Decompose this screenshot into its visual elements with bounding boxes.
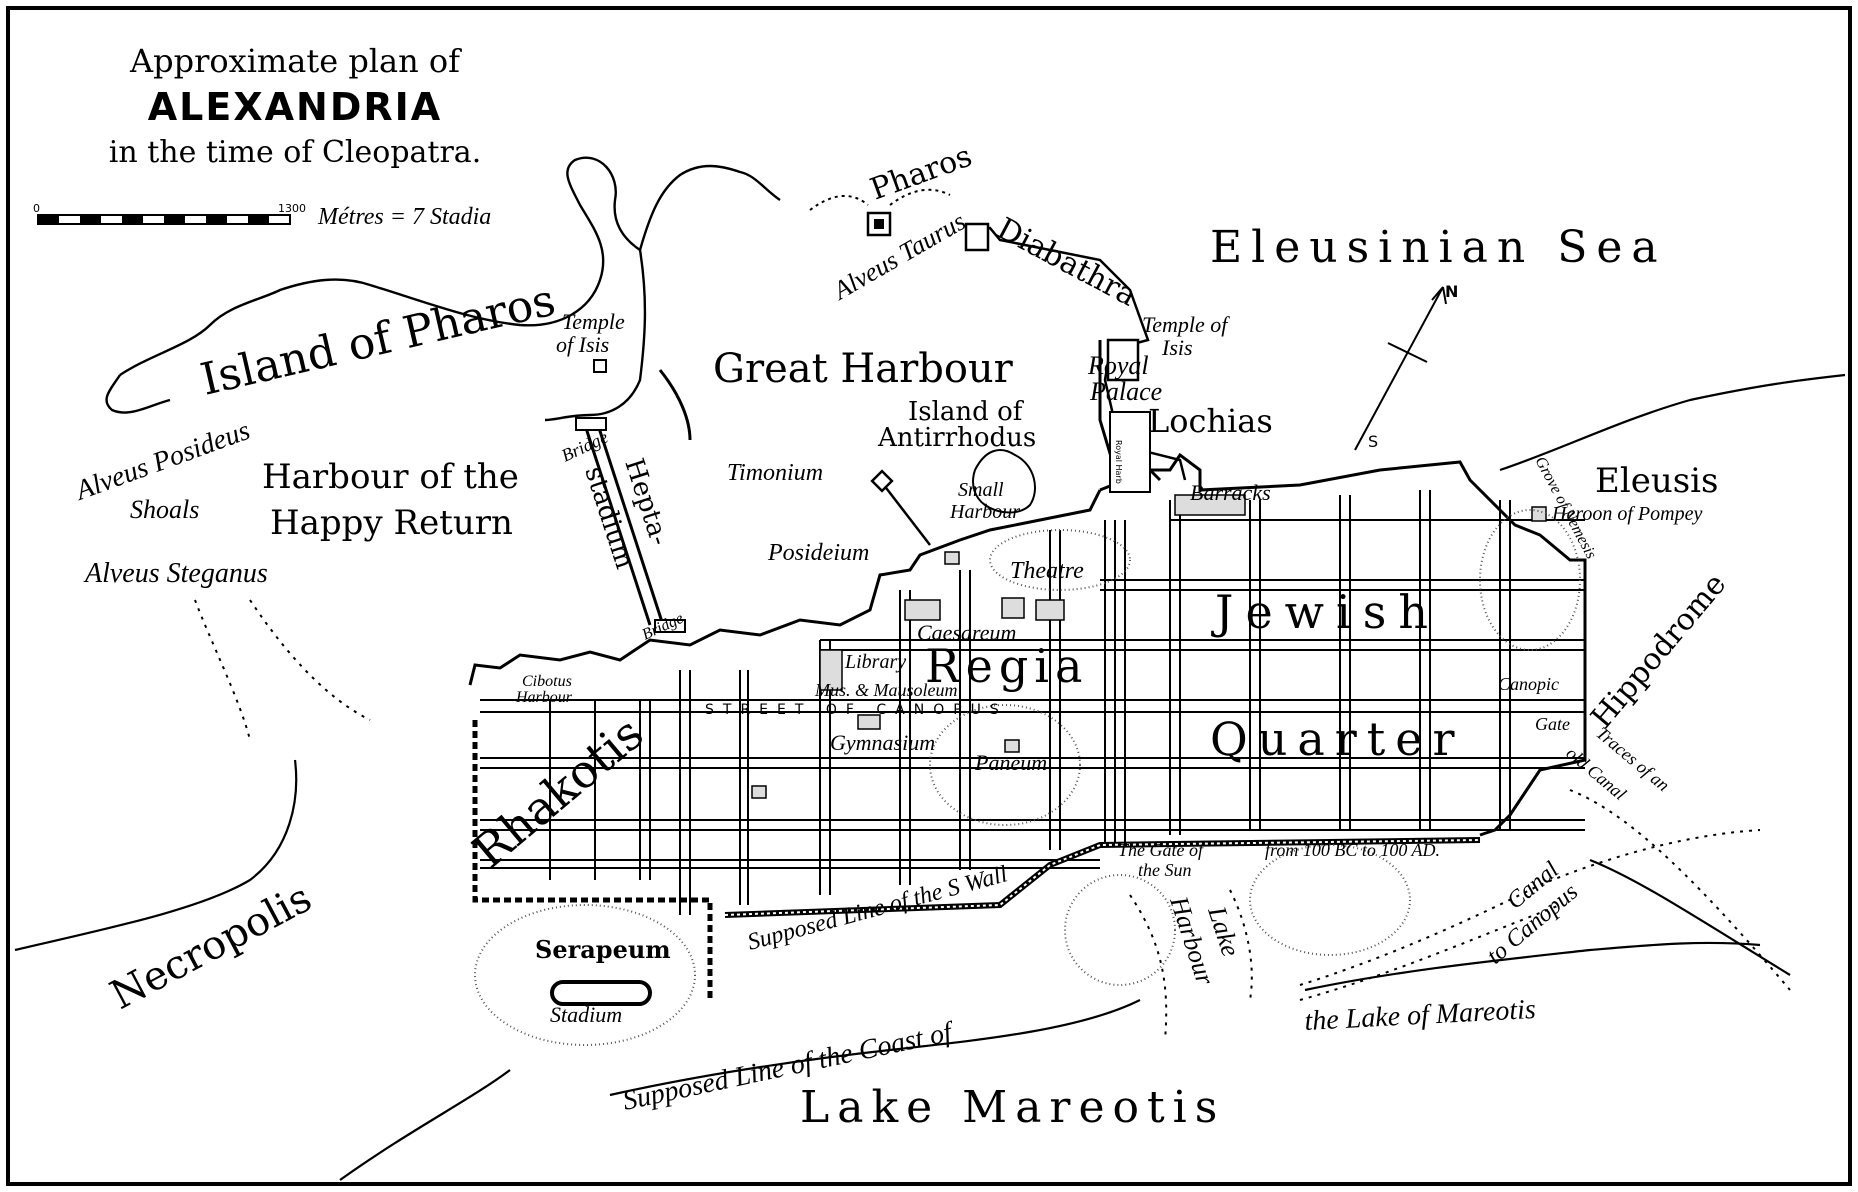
label-street-of-canopus: STREET OF CANOPUS [705,702,1008,718]
temple-of-isis-pharos-marker [593,359,607,373]
scale-label: Métres = 7 Stadia [317,204,491,230]
label-library: Library [844,651,906,673]
label-cibotus-harbour-2: Harbour [515,689,573,706]
label-gate: Gate [1535,714,1570,734]
pharos-lighthouse [809,188,951,237]
label-heroon-of-pompey: Heroon of Pompey [1551,503,1702,525]
label-temple-of-isis-pharos-1: Temple [562,309,625,334]
label-from-100bc: from 100 BC to 100 AD. [1265,840,1440,860]
label-harbour-happy-return-2: Happy Return [270,503,513,543]
label-small-harbour-1: Small [958,479,1004,501]
label-timonium: Timonium [727,460,823,486]
coastline-pharos-island [105,156,781,422]
label-lochias: Lochias [1148,402,1273,440]
hills [474,509,1581,1046]
stadium-track [550,980,652,1006]
buildings [751,494,1547,799]
north-arrow-s: S [1368,432,1378,451]
label-posideium: Posideium [767,540,869,566]
city-grid [480,490,1585,915]
label-royal-palace-1: Royal [1087,351,1149,380]
label-temple-of-isis-lochias-1: Temple of [1142,312,1230,337]
map-border [6,6,1852,1186]
label-quarter: Quarter [1210,712,1464,766]
label-gate-of-the-sun-1: The Gate of [1118,840,1206,860]
north-arrow [1354,286,1447,451]
title-line1: Approximate plan of [129,42,462,80]
label-canopic: Canopic [1498,674,1559,694]
label-island-of-antirrhodus-2: Antirrhodus [877,423,1036,453]
label-temple-of-isis-lochias-2: Isis [1161,335,1193,360]
scale-zero: 0 [33,202,40,215]
label-paneum: Paneum [974,750,1047,775]
label-alveus-steganus: Alveus Steganus [83,558,268,589]
city-wall-west [472,720,1481,1000]
label-eleusinian-sea: Eleusinian Sea [1210,222,1667,273]
label-caesareum: Caesareum [917,620,1016,645]
label-lake-mareotis: Lake Mareotis [800,1082,1225,1133]
label-harbour-happy-return-1: Harbour of the [262,457,519,497]
label-cibotus-harbour-1: Cibotus [522,673,572,690]
map-title: Approximate plan of ALEXANDRIA in the ti… [109,42,481,170]
label-eleusis: Eleusis [1595,461,1718,501]
label-island-of-antirrhodus-1: Island of [908,397,1025,427]
label-gymnasium: Gymnasium [830,730,935,755]
heptastadium-causeway [575,417,686,633]
label-temple-of-isis-pharos-2: of Isis [556,332,609,357]
label-mausoleum: Mus. & Mausoleum [814,680,958,700]
label-shoals: Shoals [130,495,199,524]
label-royal-harbour: Royal Harb [1114,440,1123,484]
label-small-harbour-2: Harbour [949,501,1020,523]
lake-shore [339,858,1791,1181]
north-arrow-n: N [1445,282,1458,301]
timonium-mole [870,469,931,546]
label-royal-palace-2: Palace [1089,377,1162,406]
label-theatre: Theatre [1010,558,1084,584]
scale-bar [37,214,291,225]
antirrhodus-island [972,449,1036,514]
label-jewish: Jewish [1211,585,1440,639]
title-line2: ALEXANDRIA [148,85,442,129]
canals-dotted [194,599,1791,1041]
coastline-east [1499,373,1846,472]
necropolis-coast [14,759,298,952]
label-serapeum: Serapeum [535,935,671,964]
scale-max: 1300 [278,202,306,215]
title-line3: in the time of Cleopatra. [109,135,481,170]
label-gate-of-the-sun-2: the Sun [1138,860,1192,880]
label-regia: Regia [925,639,1088,693]
label-stadium: Stadium [550,1002,622,1027]
label-barracks: Barracks [1190,480,1271,505]
label-great-harbour: Great Harbour [713,346,1014,392]
